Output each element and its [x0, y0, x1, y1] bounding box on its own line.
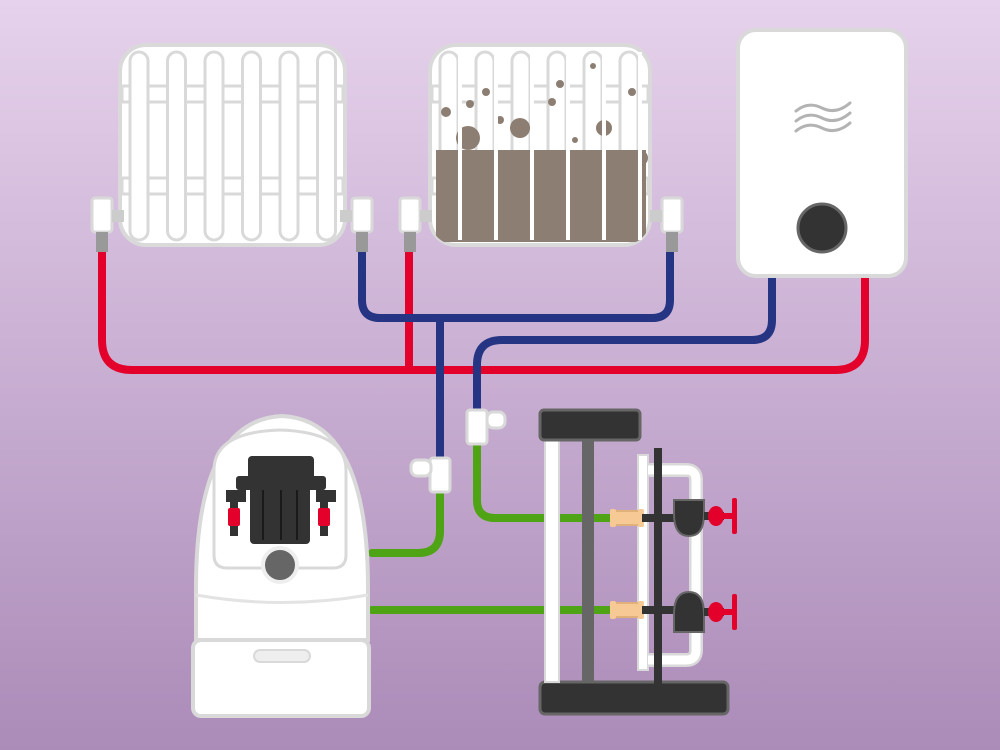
radiator-valve-left[interactable] — [90, 196, 124, 252]
manifold-valve-top[interactable] — [642, 498, 737, 538]
radiator-fin-gap — [458, 52, 462, 240]
radiator-fin — [166, 50, 187, 242]
pump-valve-right[interactable] — [318, 500, 330, 536]
radiator-fin — [203, 50, 225, 242]
clean-radiator — [90, 43, 374, 252]
manifold-valve-bottom[interactable] — [642, 590, 737, 633]
radiator-fin-gap — [602, 52, 606, 240]
manifold-top-bar — [538, 408, 642, 442]
radiator-valve-left[interactable] — [398, 196, 432, 252]
cold-return-to-boiler — [473, 264, 776, 422]
boiler — [736, 28, 908, 278]
boiler-control-dial[interactable] — [796, 202, 848, 254]
tee-connector-cold-return[interactable] — [409, 456, 452, 494]
pump-valve-left[interactable] — [228, 500, 240, 536]
radiator-header-bar — [120, 84, 345, 104]
radiator-fin — [316, 50, 337, 242]
radiator-header-bar — [430, 84, 650, 104]
radiator-fin — [278, 50, 300, 242]
flushing-pump — [191, 413, 371, 718]
radiator-fin — [128, 50, 150, 242]
flush-hose-to-manifold-top — [473, 438, 616, 522]
hot-flow-pipe — [98, 244, 869, 374]
radiator-valve-right[interactable] — [650, 196, 684, 252]
radiator-fin-gap — [638, 52, 642, 240]
radiator-fin-gap — [566, 52, 570, 240]
radiator-fin — [241, 50, 262, 242]
radiator-fin-gap — [530, 52, 534, 240]
manifold-base — [538, 680, 730, 716]
pipework — [98, 244, 869, 614]
radiator-header-bar — [120, 176, 345, 196]
sludge-deposits — [436, 63, 648, 242]
flush-hose-upper — [368, 484, 444, 557]
pump-outlet — [261, 546, 299, 584]
pump-motor — [226, 456, 336, 544]
radiator-valve-right[interactable] — [340, 196, 374, 252]
tee-connector-boiler-return[interactable] — [465, 408, 507, 446]
heat-waves-icon — [794, 101, 852, 133]
hose-coupling-top[interactable] — [610, 509, 644, 527]
radiator-fin-gap — [494, 52, 498, 240]
manifold — [538, 408, 737, 716]
cold-return-pipe — [358, 244, 674, 322]
hose-coupling-bottom[interactable] — [610, 601, 644, 619]
dirty-radiator — [398, 43, 684, 252]
